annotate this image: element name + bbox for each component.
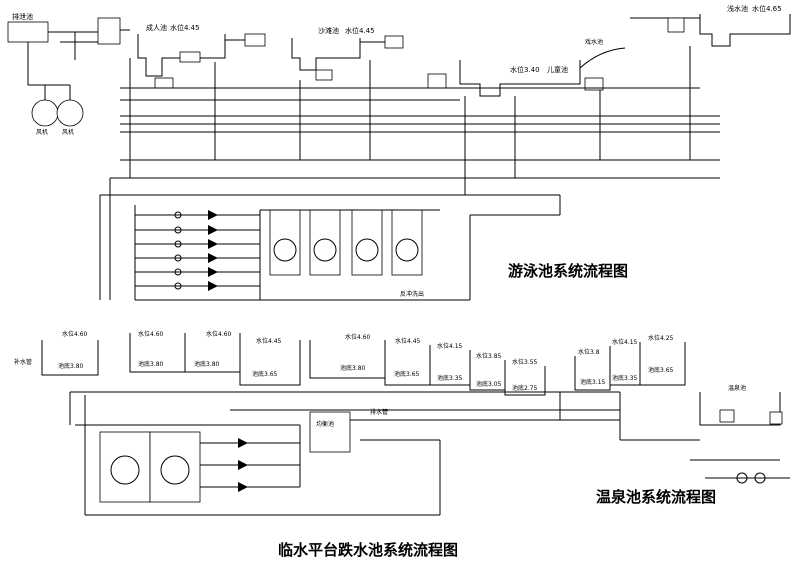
hs-level-1: 水位4.60 <box>62 330 88 338</box>
children-pool <box>459 60 581 97</box>
hotspring-system: 水位4.60 水位4.60 水位4.60 水位4.45 水位4.60 水位4.4… <box>14 330 790 516</box>
deep-level: 水位4.65 <box>752 4 782 13</box>
hs-drain-label: 排水管 <box>370 408 388 416</box>
hs-level-3: 水位4.60 <box>206 330 232 338</box>
hs-pool-12 <box>639 342 686 386</box>
hs-bottom-6: 池底3.65 <box>394 370 420 378</box>
adult-pool-label: 成人池 <box>146 23 167 32</box>
hs-bottom-3: 池底3.80 <box>194 360 220 368</box>
sand-pool-label: 沙滩池 <box>318 26 339 35</box>
sand-level: 水位4.45 <box>345 26 375 35</box>
hs-bottom-11: 池底3.35 <box>612 374 638 382</box>
hs-bottom-5: 池底3.80 <box>340 364 366 372</box>
blower-a-label: 风机 <box>36 128 48 136</box>
hs-level-12: 水位4.25 <box>648 334 674 342</box>
hs-balance-tank <box>309 411 351 453</box>
hs-level-6: 水位4.45 <box>395 337 421 345</box>
hs-filter-a <box>99 431 151 503</box>
hs-bottom-10: 池底3.15 <box>580 378 606 386</box>
blower-a <box>31 99 59 127</box>
hs-level-8: 水位3.85 <box>476 352 502 360</box>
title-cascade: 临水平台跌水池系统流程图 <box>278 541 458 559</box>
drain-pool <box>7 21 49 43</box>
children-pool-label: 儿童池 <box>547 65 568 74</box>
blower-b <box>56 99 84 127</box>
title-hotspring: 温泉池系统流程图 <box>596 488 716 506</box>
hs-pool-4 <box>239 340 301 386</box>
filter-backwash-label: 反冲洗出 <box>400 290 424 298</box>
hot-spring-label: 温泉池 <box>728 384 746 392</box>
deep-pool <box>699 14 791 47</box>
hs-level-5: 水位4.60 <box>345 333 371 341</box>
swimming-system: 排泄池 风机 风机 成人池 水位4.45 沙滩池 水位4.45 水位3.40 <box>7 4 791 301</box>
hs-level-10: 水位3.8 <box>578 348 600 356</box>
child-level: 水位3.40 <box>510 65 540 74</box>
hs-inlet-label: 补水管 <box>14 358 32 366</box>
hs-balance-label: 均衡池 <box>316 420 334 428</box>
splash-label: 戏水池 <box>585 38 603 46</box>
hs-filter-b <box>149 431 201 503</box>
hs-pool-1 <box>41 340 99 376</box>
hs-bottom-12: 池底3.65 <box>648 366 674 374</box>
hs-level-7: 水位4.15 <box>437 342 463 350</box>
hs-level-11: 水位4.15 <box>612 338 638 346</box>
hot-spring-pool <box>699 392 781 426</box>
title-swimming: 游泳池系统流程图 <box>508 262 628 280</box>
hs-bottom-1: 池底3.80 <box>58 362 84 370</box>
deep-pool-label: 浅水池 <box>727 4 748 13</box>
hs-bottom-2: 池底3.80 <box>138 360 164 368</box>
hs-bottom-9: 池底2.75 <box>512 384 538 392</box>
drain-pool-label: 排泄池 <box>12 12 33 21</box>
hs-bottom-4: 池底3.65 <box>252 370 278 378</box>
hs-pool-5 <box>309 340 386 379</box>
hs-level-9: 水位3.55 <box>512 358 538 366</box>
hs-bottom-7: 池底3.35 <box>437 374 463 382</box>
sand-pool <box>291 38 361 71</box>
hs-level-2: 水位4.60 <box>138 330 164 338</box>
swimming-pump-rows <box>134 205 261 301</box>
swimming-filters: 反冲洗出 <box>260 195 561 301</box>
adult-level: 水位4.45 <box>170 23 200 32</box>
hs-level-4: 水位4.45 <box>256 337 282 345</box>
blower-b-label: 风机 <box>62 128 74 136</box>
adult-pool <box>137 34 226 77</box>
hs-pool-6 <box>384 345 431 386</box>
hs-pool-9 <box>504 366 546 396</box>
hs-bottom-8: 池底3.05 <box>476 380 502 388</box>
